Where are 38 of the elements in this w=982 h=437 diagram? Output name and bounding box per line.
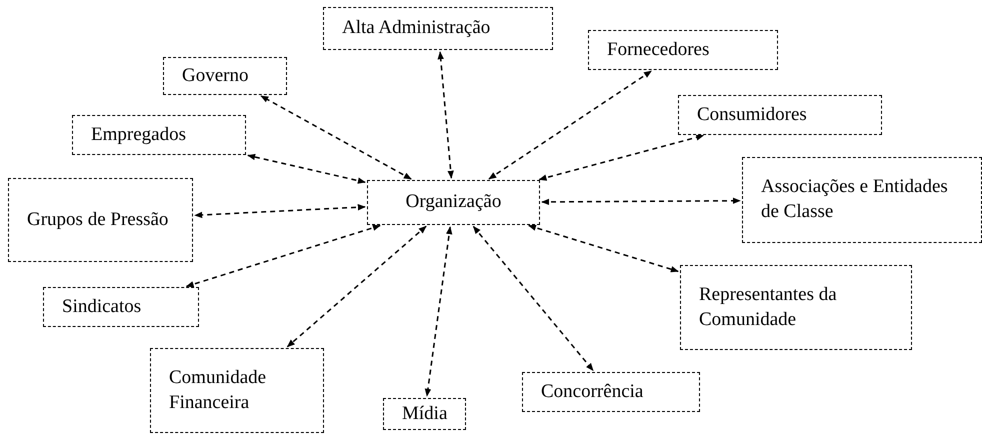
box-label: Alta Administração [342, 16, 490, 40]
stakeholder-box [150, 348, 324, 433]
double-arrow [424, 226, 452, 397]
double-arrow [538, 134, 704, 181]
box-label: Mídia [402, 402, 448, 426]
double-arrow [528, 224, 679, 272]
box-label: Associações e Entidades de Classe [761, 175, 949, 224]
stakeholder-box [43, 287, 199, 327]
stakeholder-box [588, 30, 778, 70]
double-arrow [194, 204, 366, 218]
stakeholder-box [680, 265, 912, 350]
box-label: Organização [406, 190, 502, 214]
stakeholder-box [323, 7, 553, 50]
stakeholder-box [8, 178, 193, 262]
central-box [367, 180, 540, 225]
double-arrow [472, 226, 594, 372]
box-label: Fornecedores [607, 38, 710, 62]
stakeholder-box [72, 115, 246, 155]
stakeholder-box [383, 398, 466, 430]
box-label: Consumidores [697, 102, 807, 127]
double-arrow [286, 226, 427, 348]
stakeholder-box [678, 95, 882, 135]
box-label: Comunidade Financeira [169, 366, 268, 414]
double-arrow [488, 70, 652, 180]
box-label: Sindicatos [62, 294, 142, 319]
box-label: Grupos de Pressão [27, 208, 168, 232]
stakeholder-box [163, 57, 287, 95]
box-label: Governo [182, 64, 248, 88]
double-arrow [541, 198, 741, 206]
double-arrow [438, 51, 454, 179]
double-arrow [247, 154, 366, 184]
stakeholder-box [522, 372, 700, 412]
stakeholder-box [742, 157, 982, 243]
box-label: Representantes da Comunidade [699, 282, 838, 332]
double-arrow [186, 224, 381, 288]
box-label: Empregados [91, 122, 186, 147]
double-arrow [260, 95, 412, 180]
box-label: Concorrência [541, 380, 644, 404]
